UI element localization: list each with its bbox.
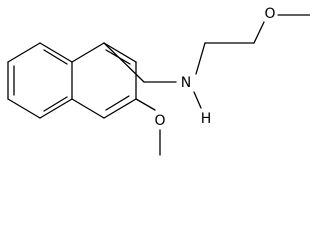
- naphthalene-left-ring: [7, 42, 73, 119]
- chain-methoxy-oxygen-label: O: [264, 6, 275, 22]
- ring-methoxy-group: O: [135, 98, 166, 156]
- naphthalene-right-ring: [71, 42, 137, 119]
- amine-nitrogen-label: N: [181, 75, 191, 91]
- methylene-linker: [103, 42, 177, 83]
- secondary-amine: N H: [181, 75, 212, 127]
- amine-hydrogen-label: H: [201, 111, 212, 127]
- ring-methoxy-oxygen-label: O: [154, 113, 165, 129]
- methoxyethyl-chain: O: [195, 6, 310, 75]
- chemical-structure-diagram: O N H O: [7, 6, 310, 156]
